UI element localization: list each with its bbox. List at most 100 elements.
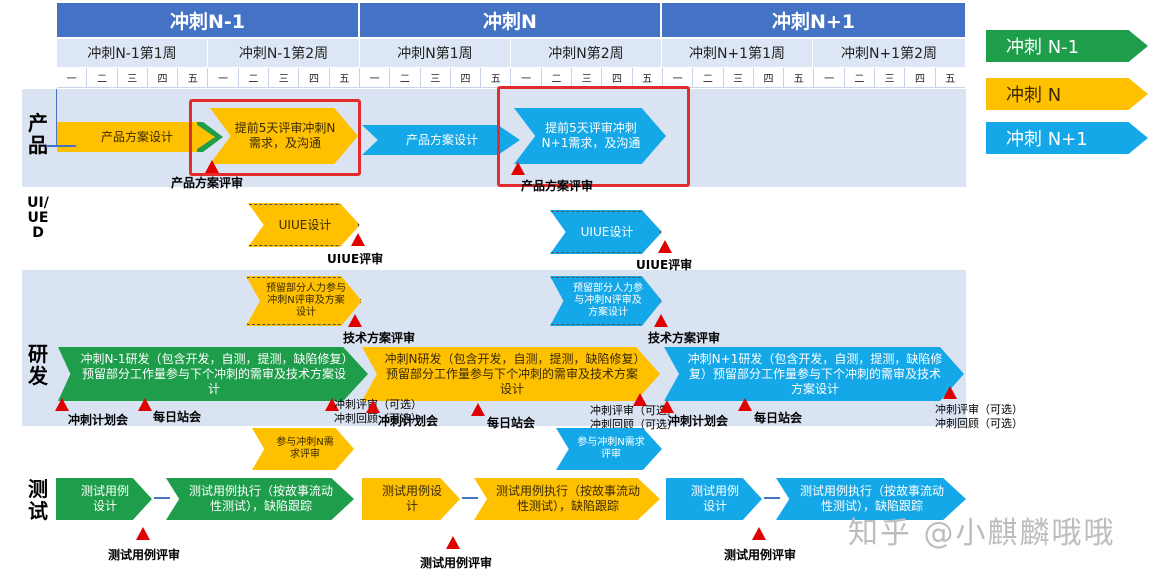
box-text: 产品方案设计 [405, 132, 478, 147]
milestone-marker [446, 536, 460, 549]
milestone-marker [348, 314, 362, 327]
day-cell: 三 [117, 68, 148, 87]
milestone-marker [471, 403, 485, 416]
box-text: 参与冲刺N需求评审 [276, 437, 334, 460]
uiue-design-box: UIUE设计 [248, 203, 360, 247]
product-review-label: 产品方案评审 [521, 179, 594, 193]
legend-label: 冲刺 N [1006, 85, 1062, 106]
retro-label: 冲刺回顾（可选） [935, 417, 1023, 430]
milestone-marker [943, 386, 957, 399]
dev-sprint-n-box: 冲刺N研发（包含开发，自测，提测，缺陷修复）预留部分工作量参与下个冲刺的需审及技… [362, 347, 660, 401]
week-header: 冲刺N+1第2周 [813, 39, 965, 67]
box-text: 测试用例设计 [382, 484, 443, 513]
reserve-capacity-box: 预留部分人力参与冲刺N评审及方案设计 [550, 276, 662, 326]
daily-standup-label: 每日站会 [487, 416, 536, 430]
test-case-review-label: 测试用例评审 [420, 556, 493, 570]
milestone-marker [55, 398, 69, 411]
box-text: 提前5天评审冲刺N需求，及沟通 [234, 121, 336, 150]
day-cell: 二 [693, 68, 724, 87]
day-cell: 三 [572, 68, 603, 87]
milestone-marker [511, 162, 525, 175]
day-cell: 一 [359, 68, 391, 87]
legend-item-n: 冲刺 N [986, 78, 1148, 110]
day-cell: 五 [935, 68, 965, 87]
week-header: 冲刺N+1第1周 [662, 39, 813, 67]
day-cell: 二 [87, 68, 118, 87]
day-cell: 五 [632, 68, 663, 87]
watermark: 知乎 @小麒麟哦哦 [848, 516, 1116, 551]
sprint-header-n-minus-1: 冲刺N-1 [57, 3, 360, 37]
arrow-line [46, 145, 76, 147]
plan-meeting-label: 冲刺计划会 [378, 414, 439, 428]
day-cell: 三 [723, 68, 754, 87]
arrow-line [462, 497, 478, 499]
box-text: 产品方案设计 [100, 129, 173, 144]
sprint-review-label: 冲刺评审（可选） [590, 404, 678, 417]
box-text: 预留部分人力参与冲刺N评审及方案设计 [266, 283, 346, 318]
day-cell: 五 [784, 68, 815, 87]
day-cell: 五 [178, 68, 209, 87]
product-review-n-plus-1-box: 提前5天评审冲刺N+1需求，及沟通 [514, 108, 666, 164]
legend-label: 冲刺 N-1 [1006, 37, 1080, 58]
arrow-line [154, 497, 170, 499]
box-text: UIUE设计 [278, 217, 332, 232]
day-cell: 一 [57, 68, 88, 87]
day-cell: 五 [481, 68, 512, 87]
plan-meeting-label: 冲刺计划会 [68, 413, 129, 427]
day-cell: 四 [905, 68, 936, 87]
test-case-design-box: 测试用例设计 [666, 478, 762, 520]
box-text: 测试用例设计 [80, 484, 129, 513]
product-review-label: 产品方案评审 [171, 176, 244, 190]
box-text: UIUE设计 [580, 224, 634, 239]
milestone-marker [752, 527, 766, 540]
day-cell: 四 [147, 68, 179, 87]
legend-label: 冲刺 N+1 [1006, 129, 1088, 150]
uiue-review-label: UIUE评审 [636, 258, 693, 272]
test-case-design-box: 测试用例设计 [362, 478, 460, 520]
milestone-marker [138, 398, 152, 411]
product-review-n-box: 提前5天评审冲刺N需求，及沟通 [210, 108, 358, 164]
lane-title-dev: 研发 [28, 342, 48, 388]
milestone-marker [654, 314, 668, 327]
uiue-review-label: UIUE评审 [327, 252, 384, 266]
day-cell: 四 [450, 68, 482, 87]
connector-line [56, 89, 57, 147]
day-cell: 一 [511, 68, 542, 87]
milestone-marker [633, 393, 647, 406]
day-cell: 三 [269, 68, 300, 87]
day-cell: 二 [541, 68, 573, 87]
box-text: 测试用例执行（按故事流动性测试），缺陷跟踪 [495, 484, 640, 513]
milestone-marker [325, 398, 339, 411]
week-header: 冲刺N第1周 [360, 39, 511, 67]
legend-item-n-plus-1: 冲刺 N+1 [986, 122, 1148, 154]
day-cell: 一 [662, 68, 694, 87]
milestone-marker [366, 400, 380, 413]
box-text: 测试用例设计 [690, 484, 739, 513]
box-text: 冲刺N-1研发（包含开发，自测，提测，缺陷修复）预留部分工作量参与下个冲刺的需审… [80, 351, 348, 396]
milestone-marker [205, 160, 219, 173]
milestone-marker [738, 398, 752, 411]
day-cell: 一 [814, 68, 845, 87]
dev-sprint-n-plus-1-box: 冲刺N+1研发（包含开发，自测，提测，缺陷修复）预留部分工作量参与下个冲刺的需审… [664, 347, 964, 401]
test-execution-box: 测试用例执行（按故事流动性测试），缺陷跟踪 [776, 478, 966, 520]
test-execution-box: 测试用例执行（按故事流动性测试），缺陷跟踪 [474, 478, 660, 520]
day-cell: 二 [238, 68, 270, 87]
plan-meeting-label: 冲刺计划会 [668, 414, 729, 428]
daily-standup-label: 每日站会 [153, 410, 202, 424]
arrow-line [764, 497, 780, 499]
lane-title-uiue: UI/UED [27, 195, 49, 241]
day-cell: 三 [875, 68, 906, 87]
milestone-marker [658, 240, 672, 253]
box-text: 提前5天评审冲刺N+1需求，及沟通 [541, 121, 641, 150]
week-header: 冲刺N第2周 [511, 39, 662, 67]
test-case-design-box: 测试用例设计 [56, 478, 152, 520]
day-cell: 四 [753, 68, 785, 87]
day-cell: 四 [299, 68, 330, 87]
day-cell: 二 [844, 68, 876, 87]
sprint-header-n: 冲刺N [360, 3, 662, 37]
day-row: 一二三四五一二三四五一二三四五一二三四五一二三四五一二三四五 [57, 68, 965, 88]
week-header: 冲刺N-1第1周 [57, 39, 208, 67]
product-design-box-n: 产品方案设计 [362, 125, 520, 155]
uiue-design-box: UIUE设计 [550, 210, 662, 254]
box-text: 冲刺N+1研发（包含开发，自测，提测，缺陷修复）预留部分工作量参与下个冲刺的需审… [687, 351, 943, 396]
